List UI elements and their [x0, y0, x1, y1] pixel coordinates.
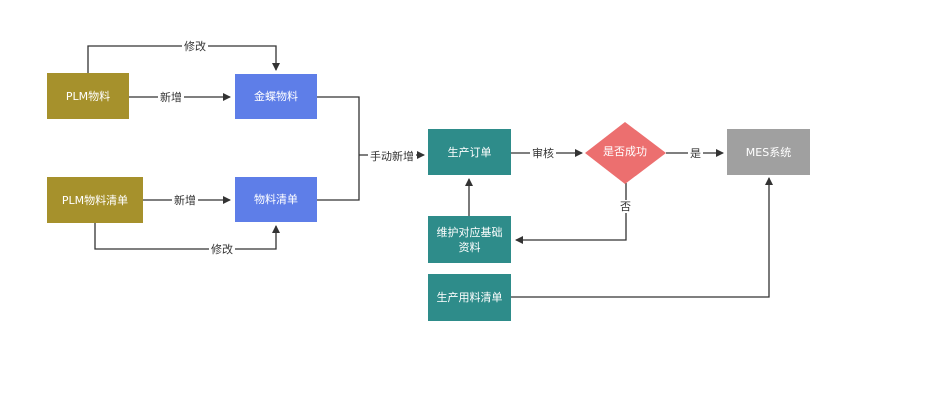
- node-maintain-base-data: 维护对应基础资料: [428, 216, 511, 263]
- edge-material-list-to-mes: [511, 177, 773, 298]
- label-yes: 是: [688, 147, 703, 160]
- node-plm-material: PLM物料: [47, 73, 129, 119]
- label-no: 否: [618, 200, 633, 213]
- edge-no: [515, 183, 627, 244]
- label-add-bottom: 新增: [172, 194, 198, 207]
- label-manual-add: 手动新增: [368, 150, 416, 163]
- decision-label: 是否成功: [603, 145, 647, 158]
- edge-bom-to-order: [317, 155, 360, 201]
- label-modify-bottom: 修改: [209, 243, 235, 256]
- edge-modify-bottom: [94, 223, 280, 250]
- label-modify-top: 修改: [182, 40, 208, 53]
- node-kingdee-material: 金蝶物料: [235, 74, 317, 119]
- node-production-material-list: 生产用料清单: [428, 274, 511, 321]
- label-add-top: 新增: [158, 91, 184, 104]
- node-mes-system: MES系统: [727, 129, 810, 175]
- decision-diamond: [585, 122, 666, 184]
- edge-kingdee-to-order: [317, 96, 360, 155]
- label-audit: 审核: [530, 147, 556, 160]
- node-material-bom: 物料清单: [235, 177, 317, 222]
- node-plm-bom: PLM物料清单: [47, 177, 143, 223]
- node-production-order: 生产订单: [428, 129, 511, 175]
